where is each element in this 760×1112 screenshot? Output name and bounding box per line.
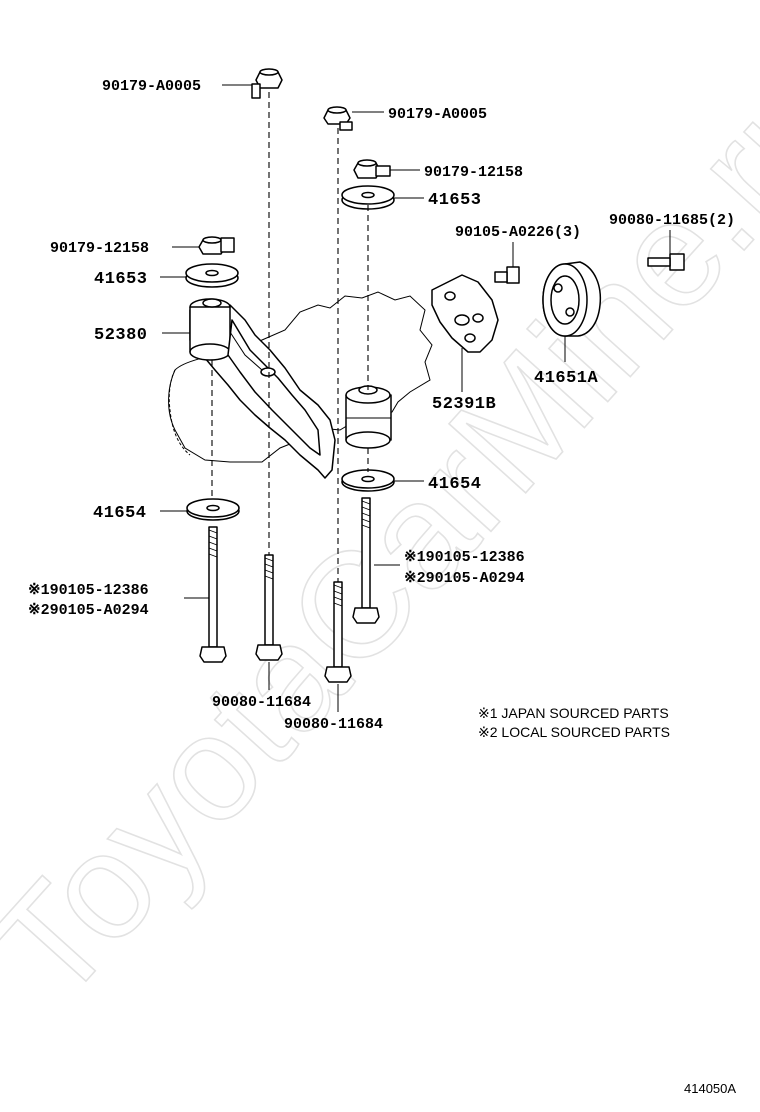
label-90179-a0005-right: 90179-A0005 [388, 106, 487, 123]
label-90080-11684-right: 90080-11684 [284, 716, 383, 733]
label-52380: 52380 [94, 326, 148, 345]
bolt-90080-11685 [647, 253, 685, 271]
diagram-reference: 414050A [684, 1081, 736, 1096]
bolt-long-right [352, 497, 380, 624]
label-41653-right: 41653 [428, 191, 482, 210]
bolt-mid-right [324, 581, 352, 683]
note-local-sourced: ※2 LOCAL SOURCED PARTS [478, 724, 670, 740]
nut-90179-12158-right [353, 159, 391, 179]
alignment-lines [211, 92, 369, 582]
leader-lines [160, 84, 671, 712]
label-41654-left: 41654 [93, 504, 147, 523]
label-90105-12386-left: ※190105-12386 [28, 582, 149, 599]
label-90105-12386-right: ※190105-12386 [404, 549, 525, 566]
label-90105-a0294-left: ※290105-A0294 [28, 602, 149, 619]
washer-41653-left [185, 263, 239, 288]
bolt-long-left [199, 526, 227, 663]
label-90105-a0294-right: ※290105-A0294 [404, 570, 525, 587]
washer-41654-right [341, 469, 395, 492]
note-japan-sourced: ※1 JAPAN SOURCED PARTS [478, 705, 669, 721]
part-labels: 90179-A0005 90179-A0005 90179-12158 4165… [28, 78, 735, 733]
washer-41654-left [186, 498, 240, 521]
label-52391b: 52391B [432, 395, 496, 414]
label-90080-11684-left: 90080-11684 [212, 694, 311, 711]
bracket-52391b [431, 274, 499, 353]
label-41653-left: 41653 [94, 270, 148, 289]
label-90179-12158-left: 90179-12158 [50, 240, 149, 257]
sourcing-notes: ※1 JAPAN SOURCED PARTS ※2 LOCAL SOURCED … [478, 705, 670, 740]
label-41651a: 41651A [534, 369, 599, 388]
label-90179-a0005-left: 90179-A0005 [102, 78, 201, 95]
bolt-90105-a0226 [494, 266, 520, 284]
label-41654-right: 41654 [428, 475, 482, 494]
nut-90179-a0005-right [323, 106, 353, 131]
nut-90179-a0005-left [251, 68, 283, 99]
washer-41653-right [341, 185, 395, 210]
mount-cylinder-right [345, 385, 392, 449]
nut-90179-12158-left [198, 236, 235, 255]
bracket-52380 [189, 298, 336, 479]
label-90179-12158-right: 90179-12158 [424, 164, 523, 181]
mount-41651a [542, 261, 602, 337]
label-90080-11685: 90080-11685(2) [609, 212, 735, 229]
label-90105-a0226: 90105-A0226(3) [455, 224, 581, 241]
